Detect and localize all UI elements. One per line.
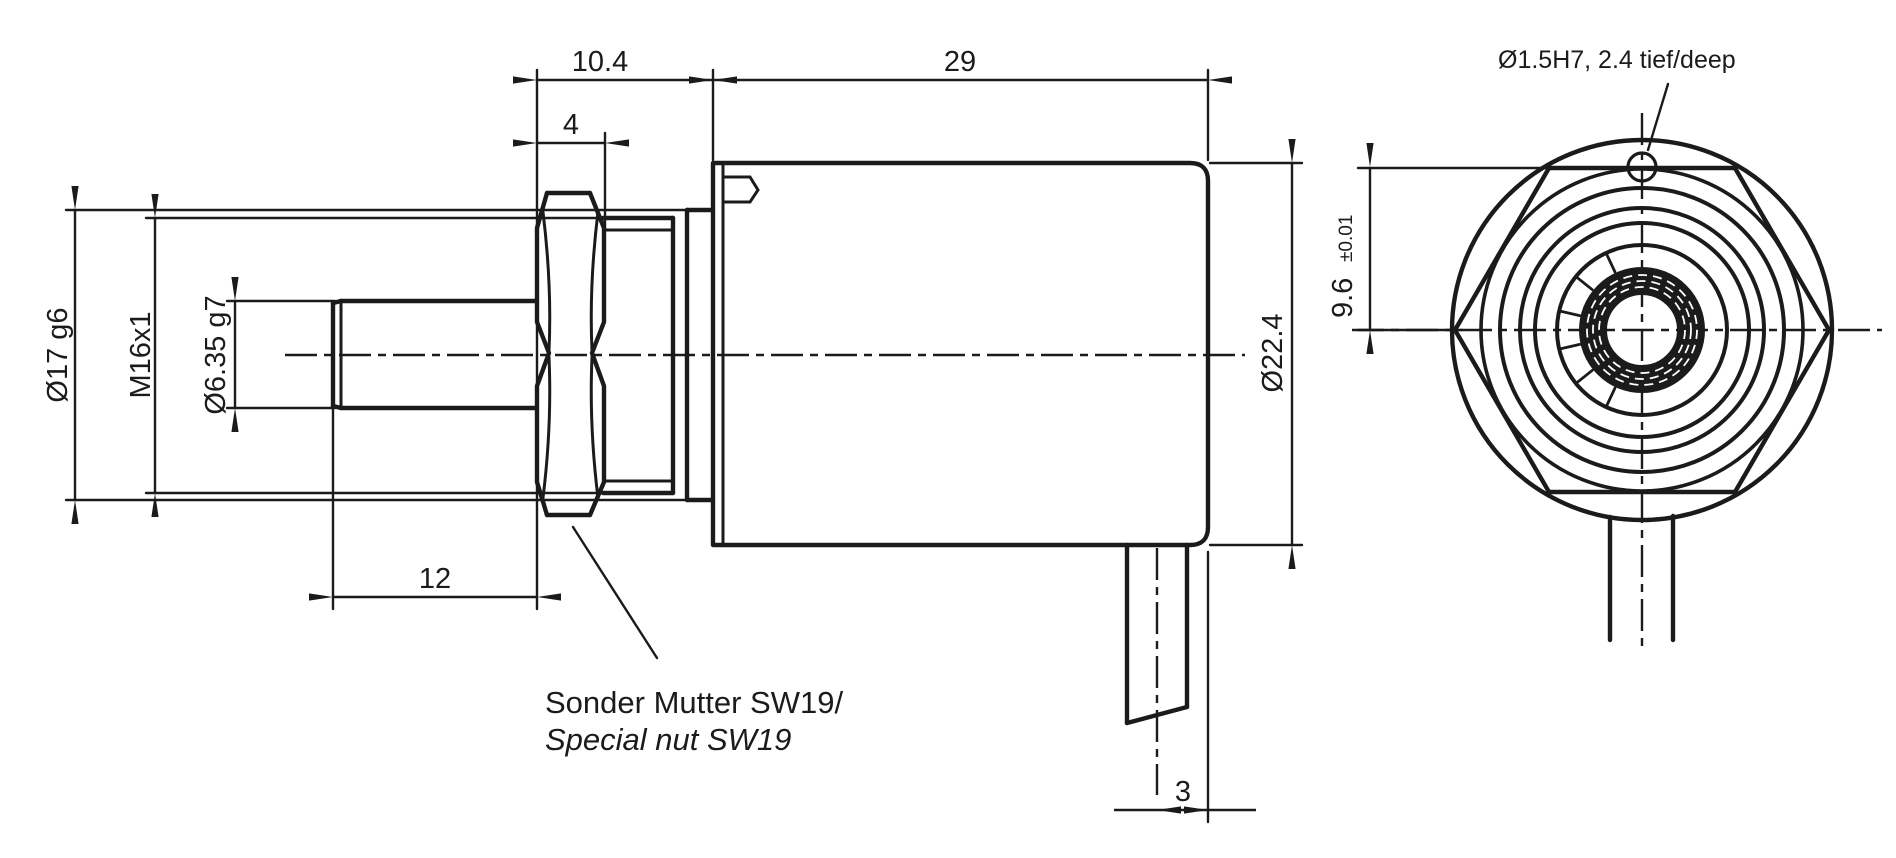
- shaft-ring-detail: [1598, 286, 1686, 374]
- dim-text-collar-dia: Ø17 g6: [42, 307, 74, 402]
- nut-note-line1: Sonder Mutter SW19/: [545, 685, 843, 720]
- dim-text-10-4: 10.4: [572, 46, 628, 78]
- dim-text-4: 4: [563, 109, 579, 141]
- dim-text-12: 12: [419, 563, 451, 595]
- nut-note-leader: [571, 525, 659, 660]
- hex-nut-outline: [1452, 165, 1832, 495]
- nut-chamfer-arc-lr: [589, 355, 600, 500]
- cage-divider: [1605, 252, 1617, 274]
- bore-circle: [1555, 243, 1729, 417]
- shaft: [330, 298, 540, 411]
- nut-chamfer-arc-ll: [541, 355, 552, 500]
- nut-chamfer-arc-ul: [541, 210, 552, 353]
- cable-cut-end: [1124, 704, 1190, 726]
- dim-text-body-dia: Ø22.4: [1257, 314, 1289, 393]
- cable-side: [1124, 542, 1190, 726]
- centering-collar: [684, 207, 716, 503]
- dim-text-thread: M16x1: [125, 311, 157, 398]
- body-circle: [1449, 137, 1835, 523]
- cable-front: [1607, 513, 1676, 643]
- side-view: 10.4 4 29 12 3 Ø17 g6 M16x1 Ø6.35 g7 Ø22…: [42, 46, 1304, 824]
- cage-divider: [1575, 275, 1594, 292]
- nut-note-line2: Special nut SW19: [545, 722, 791, 757]
- dim-text-29: 29: [944, 46, 976, 78]
- body-outline: [710, 160, 1211, 548]
- pin-hole-leader: [1646, 82, 1670, 152]
- shaft-ring-detail: [1586, 274, 1698, 386]
- dim-text-shaft-dia: Ø6.35 g7: [200, 295, 232, 414]
- cage-divider: [1558, 342, 1582, 351]
- side-view-centerlines: [285, 353, 1245, 795]
- bearing-cage-segments: [1558, 252, 1617, 408]
- nut-chamfer-circle: [1479, 167, 1805, 493]
- pin-hole-circle: [1626, 151, 1658, 183]
- cage-divider: [1575, 368, 1594, 385]
- cage-divider: [1558, 309, 1582, 318]
- dim-text-3: 3: [1175, 776, 1191, 808]
- thread-circle: [1518, 206, 1766, 454]
- extension-lines: [64, 68, 1304, 824]
- dim-text-9-6-tolerance: ±0.01: [1336, 215, 1357, 262]
- front-view-centerlines: [1352, 113, 1882, 650]
- nut-chamfer-arc-ur: [589, 210, 600, 353]
- dimension-lines: [71, 76, 1296, 814]
- thread-section: [600, 215, 676, 496]
- cage-divider: [1605, 386, 1617, 408]
- dim-text-9-6: 9.6: [1327, 278, 1359, 318]
- shaft-ring-detail: [1592, 280, 1692, 380]
- pin-hole-note: Ø1.5H7, 2.4 tief/deep: [1498, 46, 1736, 74]
- front-view: 9.6 ±0.01 Ø1.5H7, 2.4 tief/deep: [1327, 46, 1882, 650]
- shaft-ring: [1579, 267, 1705, 393]
- recess-circle: [1533, 221, 1751, 439]
- housing-body: [710, 160, 1211, 548]
- collar-circle: [1498, 186, 1786, 474]
- locating-pin: [723, 175, 760, 204]
- nut-left-edge: [534, 190, 552, 518]
